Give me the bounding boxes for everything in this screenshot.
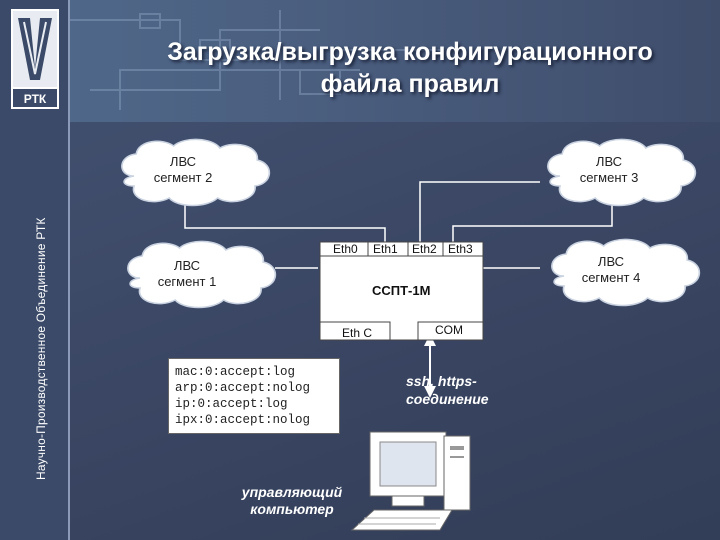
cloud-label-line: ЛВС: [597, 254, 625, 269]
com-port-border: [417, 321, 483, 340]
title-line-1: Загрузка/выгрузка конфигурационного: [167, 38, 653, 66]
cloud-label-line: сегмент 2: [153, 170, 213, 185]
config-line: mac:0:accept:log: [175, 365, 296, 379]
config-line: ipx:0:accept:nolog: [175, 413, 311, 427]
computer-icon: [350, 431, 471, 531]
computer-label-line: управляющий: [241, 484, 343, 500]
cloud-label-segment-3: ЛВС сегмент 3: [544, 154, 674, 186]
port-eth1: Eth1: [373, 242, 398, 256]
line-eth1-segment3: [419, 181, 540, 242]
port-eth2: Eth2: [412, 242, 437, 256]
link-label-line: соединение: [406, 391, 489, 407]
computer-label-line: компьютер: [250, 501, 334, 517]
port-com: COM: [435, 323, 463, 337]
device-name: ССПТ-1М: [372, 283, 431, 298]
header-strip: [0, 0, 720, 122]
port-eth3: Eth3: [448, 242, 473, 256]
eth-c-port-border: [320, 321, 391, 340]
line-eth2-segment3: [452, 202, 613, 242]
cloud-label-line: ЛВС: [595, 154, 623, 169]
config-line: ip:0:accept:log: [175, 397, 288, 411]
circuit-board-decoration: [70, 10, 440, 110]
ssh-link-label: ssh, https- соединение: [406, 372, 489, 408]
cloud-label-line: ЛВС: [169, 154, 197, 169]
cloud-label-line: сегмент 4: [581, 270, 641, 285]
slide-title: Загрузка/выгрузка конфигурационного файл…: [110, 36, 710, 100]
rtk-logo: РТК: [11, 9, 59, 109]
connection-lines: [184, 181, 613, 392]
cloud-label-segment-2: ЛВС сегмент 2: [118, 154, 248, 186]
title-line-2: файла правил: [320, 70, 500, 98]
config-line: arp:0:accept:nolog: [175, 381, 311, 395]
cloud-label-segment-1: ЛВС сегмент 1: [122, 258, 252, 290]
cloud-label-segment-4: ЛВС сегмент 4: [546, 254, 676, 286]
port-eth-c: Eth C: [342, 326, 373, 340]
cloud-label-line: сегмент 3: [579, 170, 639, 185]
cloud-label-line: ЛВС: [173, 258, 201, 273]
config-rules-box: mac:0:accept:log arp:0:accept:nolog ip:0…: [168, 358, 340, 434]
link-label-line: ssh, https-: [406, 373, 477, 389]
port-eth0: Eth0: [333, 242, 358, 256]
logo-text: РТК: [24, 92, 47, 106]
device-box: [319, 241, 484, 341]
arrow-down-icon: [424, 386, 436, 398]
side-panel: РТК Научно-Производственное Объединение …: [0, 0, 70, 540]
line-eth0-segment2: [184, 202, 386, 242]
computer-label: управляющий компьютер: [228, 484, 356, 518]
cloud-label-line: сегмент 1: [157, 274, 217, 289]
